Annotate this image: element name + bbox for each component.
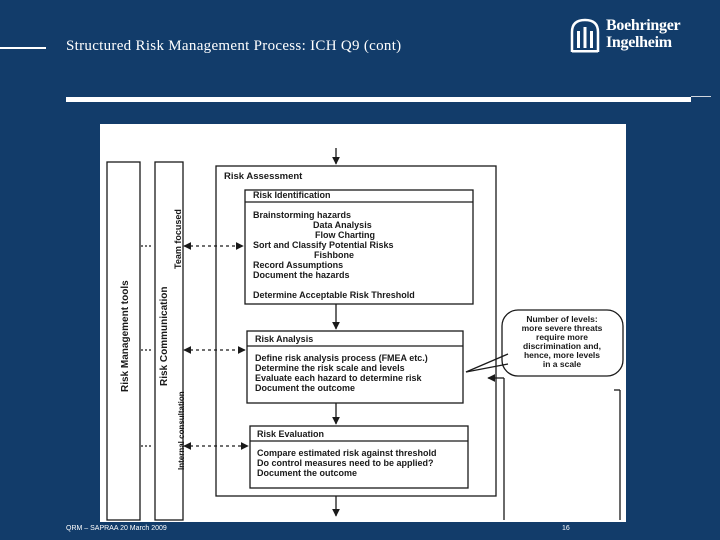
analysis-item: Define risk analysis process (FMEA etc.): [255, 353, 428, 363]
header-bar: [66, 97, 691, 102]
callout-pointer-2: [465, 363, 509, 373]
header-bar-extension: [691, 96, 711, 97]
process-diagram-figure: Risk Management tools Risk Communication…: [100, 124, 626, 522]
identification-item: Data Analysis: [313, 220, 372, 230]
process-diagram: Risk Management tools Risk Communication…: [106, 148, 624, 521]
evaluation-item: Compare estimated risk against threshold: [257, 448, 437, 458]
page-number: 16: [562, 525, 570, 532]
title-rule: [0, 47, 46, 49]
risk-analysis-box: [246, 330, 464, 404]
slide-title: Structured Risk Management Process: ICH …: [66, 38, 402, 54]
evaluation-item: Do control measures need to be applied?: [257, 458, 434, 468]
company-logo: Boehringer Ingelheim: [568, 17, 698, 57]
callout-line: hence, more levels: [524, 350, 600, 360]
risk-assessment-title: Risk Assessment: [224, 171, 303, 182]
tools-panel: [106, 161, 141, 521]
logo-line-1: Boehringer: [606, 17, 681, 34]
identification-item: Brainstorming hazards: [253, 210, 351, 220]
communication-panel: [154, 161, 184, 521]
evaluation-item: Document the outcome: [257, 468, 357, 478]
risk-evaluation-title: Risk Evaluation: [257, 429, 324, 439]
analysis-item: Document the outcome: [255, 383, 355, 393]
identification-threshold: Determine Acceptable Risk Threshold: [253, 290, 415, 300]
risk-identification-box: [244, 189, 474, 305]
callout-box: [501, 309, 624, 377]
tools-label: Risk Management tools: [120, 280, 131, 392]
analysis-item: Determine the risk scale and levels: [255, 363, 405, 373]
footer-text: QRM – SAPRAA 20 March 2009: [66, 525, 167, 532]
callout-line: more severe threats: [522, 323, 603, 333]
identification-item: Flow Charting: [315, 230, 375, 240]
logo-line-2: Ingelheim: [606, 34, 672, 51]
communication-label: Risk Communication: [159, 287, 170, 386]
callout-line: Number of levels:: [526, 314, 597, 324]
identification-item: Document the hazards: [253, 270, 350, 280]
identification-item: Fishbone: [314, 250, 354, 260]
risk-analysis-title: Risk Analysis: [255, 334, 313, 344]
identification-item: Sort and Classify Potential Risks: [253, 240, 394, 250]
identification-item: Record Assumptions: [253, 260, 343, 270]
analysis-item: Evaluate each hazard to determine risk: [255, 373, 423, 383]
callout-line: discrimination and,: [523, 341, 601, 351]
team-label: Team focused: [173, 209, 183, 269]
callout-line: require more: [536, 332, 588, 342]
risk-evaluation-box: [249, 425, 469, 489]
risk-assessment-box: [215, 165, 497, 497]
logo-wordmark: Boehringer Ingelheim: [606, 17, 681, 51]
boehringer-logo-icon: [570, 18, 600, 53]
callout-line: in a scale: [543, 359, 582, 369]
risk-identification-title: Risk Identification: [253, 190, 331, 200]
callout-pointer-1: [465, 353, 509, 373]
consultation-label: Internal consultation: [177, 391, 186, 470]
